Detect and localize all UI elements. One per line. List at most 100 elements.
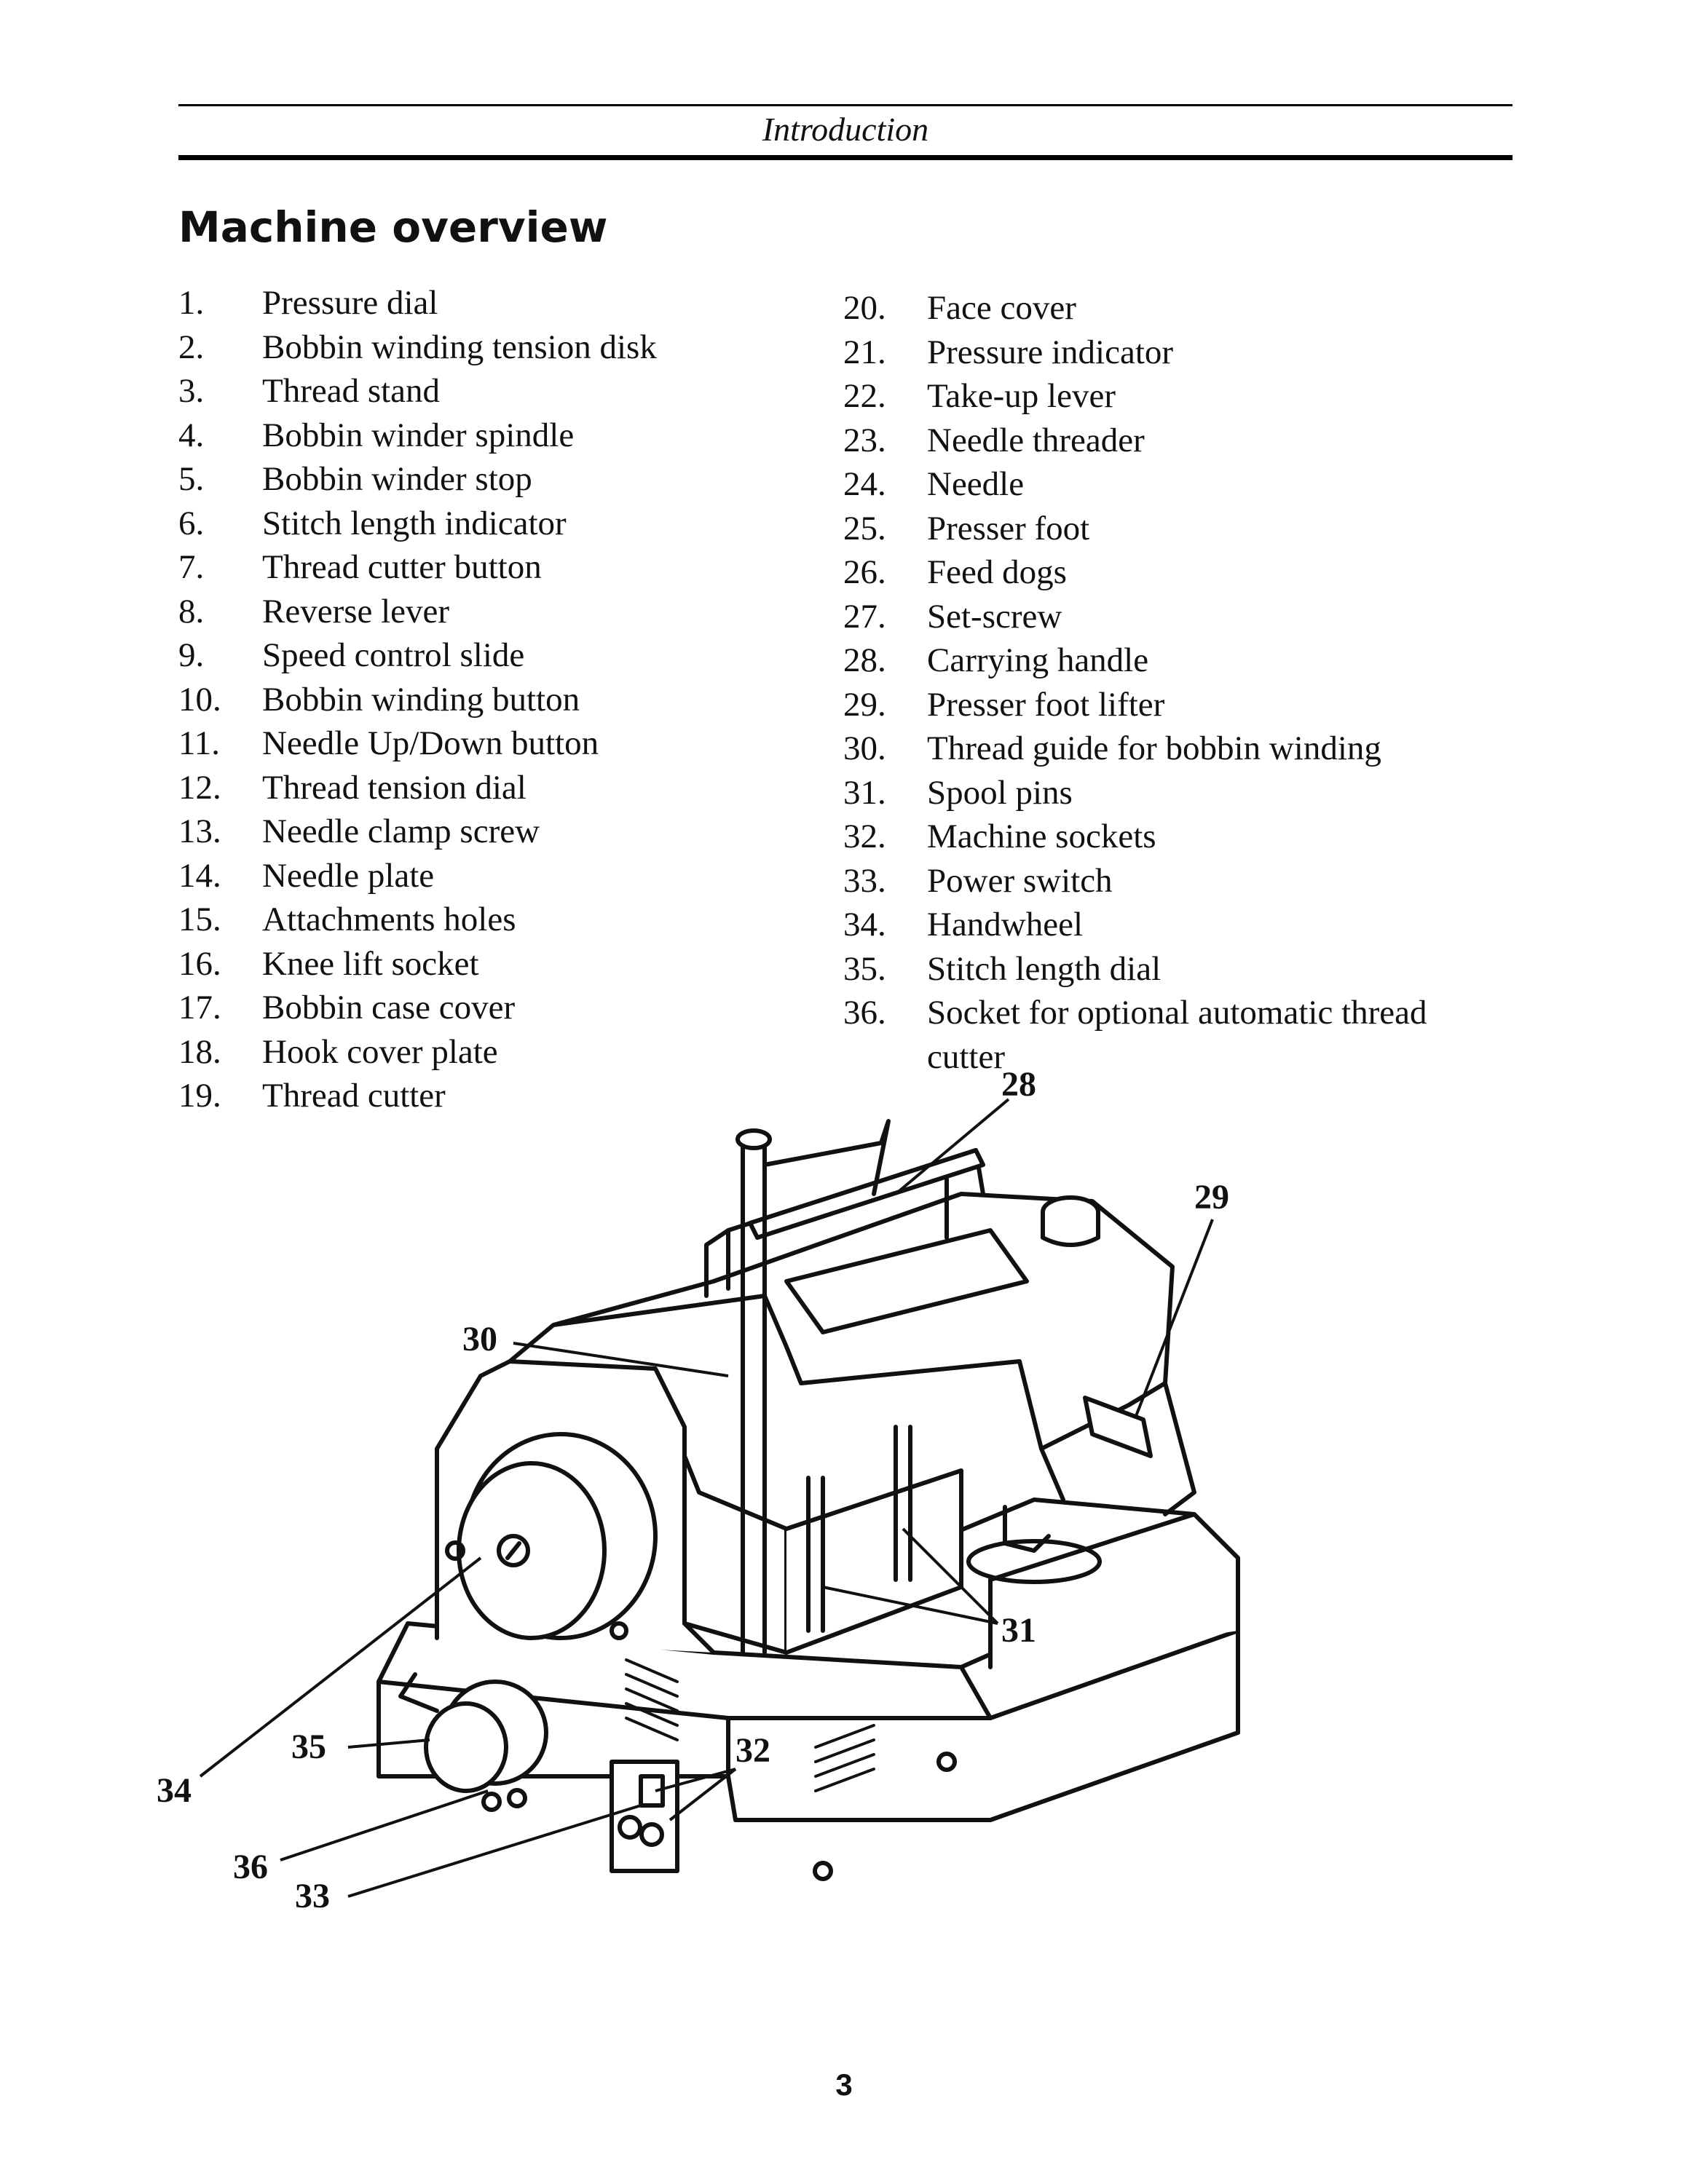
part-number: 3. <box>178 372 205 410</box>
callout-35: 35 <box>291 1728 326 1766</box>
part-number: 6. <box>178 504 205 542</box>
part-number: 20. <box>843 289 886 327</box>
part-label: Bobbin case cover <box>262 989 516 1026</box>
thread-guide-wire <box>762 1119 891 1196</box>
part-number: 4. <box>178 416 205 454</box>
part-item: 16.Knee lift socket <box>178 942 834 986</box>
part-label: Feed dogs <box>927 553 1067 591</box>
part-item: 15. Attachments holes <box>178 898 834 942</box>
part-number: 13. <box>178 812 221 850</box>
part-number: 2. <box>178 328 205 366</box>
part-label: Presser foot lifter <box>927 685 1165 724</box>
part-number: 18. <box>178 1032 221 1071</box>
part-item: 1.Pressure dial <box>178 281 834 325</box>
part-number: 29. <box>843 685 886 724</box>
part-item: 34.Handwheel <box>843 903 1513 947</box>
part-label: Bobbin winder stop <box>262 460 532 498</box>
part-item: 24. Needle <box>843 462 1513 507</box>
part-number: 36. <box>843 994 886 1032</box>
part-label: Spool pins <box>927 773 1073 812</box>
leader-31b <box>902 1527 999 1625</box>
part-number: 33. <box>843 861 886 900</box>
callout-31: 31 <box>1001 1611 1036 1650</box>
part-label: Set-screw <box>927 597 1062 636</box>
part-label: Hook cover plate <box>262 1032 498 1071</box>
part-item: 17.Bobbin case cover <box>178 986 834 1030</box>
part-item: 7.Thread cutter button <box>178 545 834 590</box>
part-number: 34. <box>843 906 886 943</box>
part-number: 26. <box>843 553 886 591</box>
part-label: Pressure dial <box>262 284 438 322</box>
part-item: 13.Needle clamp screw <box>178 810 834 854</box>
thread-stand-pole <box>741 1141 767 1655</box>
part-number: 8. <box>178 592 205 630</box>
part-item: 30.Thread guide for bobbin winding <box>843 727 1513 771</box>
part-item: 2. Bobbin winding tension disk <box>178 325 834 370</box>
leader-34 <box>199 1556 482 1778</box>
sewing-machine-illustration: 28 29 30 31 32 33 34 35 36 <box>157 1065 1240 1915</box>
part-number: 24. <box>843 465 886 503</box>
callout-28: 28 <box>1001 1065 1036 1104</box>
part-label: Bobbin winding tension disk <box>262 328 657 366</box>
part-item: 35. Stitch length dial <box>843 947 1513 992</box>
header-rule-bottom <box>178 155 1513 160</box>
part-item: 19.Thread cutter <box>178 1074 834 1118</box>
machine-sockets <box>610 1760 679 1873</box>
part-label: Attachments holes <box>262 901 516 938</box>
carrying-handle-plate <box>784 1228 1029 1334</box>
parts-list-right: 20.Face cover 21.Pressure indicator 22. T… <box>843 286 1513 1079</box>
part-number: 15. <box>178 901 221 938</box>
part-label: Needle plate <box>262 856 435 895</box>
part-label: Speed control slide <box>262 636 525 674</box>
part-number: 35. <box>843 949 886 988</box>
part-item: 27. Set-screw <box>843 595 1513 639</box>
part-label: Thread cutter button <box>262 548 542 586</box>
part-label: Reverse lever <box>262 592 450 630</box>
part-item: 32.Machine sockets <box>843 815 1513 859</box>
leader-35 <box>347 1738 430 1749</box>
part-item: 5. Bobbin winder stop <box>178 457 834 502</box>
part-number: 25. <box>843 509 886 547</box>
part-number: 5. <box>178 460 205 498</box>
part-item: 25. Presser foot <box>843 507 1513 551</box>
part-item: 23.Needle threader <box>843 419 1513 463</box>
part-label: Needle <box>927 465 1025 503</box>
part-item: 31. Spool pins <box>843 771 1513 815</box>
needle-plate <box>966 1539 1102 1584</box>
part-label: Socket for optional automatic thread cut… <box>927 994 1427 1076</box>
part-item: 4. Bobbin winder spindle <box>178 414 834 458</box>
part-number: 21. <box>843 333 886 371</box>
callout-36: 36 <box>233 1848 268 1886</box>
part-item: 20.Face cover <box>843 286 1513 331</box>
part-number: 31. <box>843 773 886 812</box>
vent-slots <box>625 1658 679 1741</box>
part-label: Stitch length dial <box>927 949 1162 988</box>
part-item: 22. Take-up lever <box>843 374 1513 419</box>
section-title: Machine overview <box>178 202 608 252</box>
part-number: 27. <box>843 597 886 636</box>
thread-stand-top <box>735 1128 772 1150</box>
part-label: Thread guide for bobbin winding <box>927 729 1381 767</box>
leader-36 <box>280 1789 489 1861</box>
part-number: 22. <box>843 377 886 415</box>
presser-foot-lifter <box>1083 1396 1153 1458</box>
part-label: Thread stand <box>262 372 441 410</box>
part-label: Take-up lever <box>927 377 1116 415</box>
part-number: 12. <box>178 768 221 807</box>
machine-base <box>376 1629 1240 1822</box>
part-item: 8. Reverse lever <box>178 590 834 634</box>
part-label: Thread cutter <box>262 1077 446 1115</box>
part-label: Needle threader <box>927 421 1145 459</box>
part-label: Presser foot <box>927 509 1090 547</box>
spool-pin-2 <box>894 1425 912 1582</box>
part-item: 21.Pressure indicator <box>843 331 1513 375</box>
part-item: 3. Thread stand <box>178 369 834 414</box>
part-number: 10. <box>178 680 221 719</box>
part-label: Bobbin winder spindle <box>262 416 575 454</box>
leader-28 <box>894 1098 1010 1195</box>
leader-32b <box>655 1768 736 1792</box>
part-label: Power switch <box>927 861 1113 900</box>
part-item: 6.Stitch length indicator <box>178 502 834 546</box>
part-item: 33. Power switch <box>843 859 1513 903</box>
part-item: 10.Bobbin winding button <box>178 678 834 722</box>
